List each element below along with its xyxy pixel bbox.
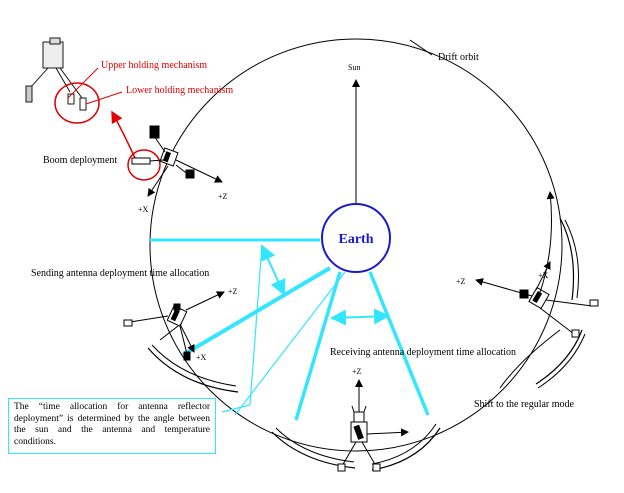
boom-to-inset-arrow [111, 110, 136, 159]
boom-x-axis [147, 165, 169, 197]
time-allocation-note: The “time allocation for antenna reflect… [8, 398, 216, 454]
sending-allocation-label: Sending antenna deployment time allocati… [31, 268, 209, 279]
lower-holding-leader [85, 91, 123, 105]
receiving-allocation-label: Receiving antenna deployment time alloca… [330, 347, 516, 358]
upper-holding-label: Upper holding mechanism [101, 60, 207, 71]
sun-label: Sun [348, 63, 360, 72]
regular-z-axis [475, 278, 533, 297]
regular-x-label: +X [538, 271, 549, 280]
satellite-boom [131, 125, 195, 179]
sending-z-axis [185, 291, 225, 311]
boom-x-label: +X [138, 205, 149, 214]
shift-regular-label: Shift to the regular mode [474, 399, 575, 410]
receiving-z-label: +Z [352, 367, 362, 376]
holding-mechanism-highlight [54, 82, 100, 124]
boom-z-label: +Z [218, 192, 228, 201]
allocation-lines [150, 238, 430, 421]
regular-x-axis [535, 261, 551, 291]
sending-x-label: +X [196, 353, 207, 362]
boom-deployment-label: Boom deployment [43, 155, 117, 166]
earth-circle [321, 203, 391, 273]
drift-orbit [149, 38, 563, 452]
regular-spin-arrow [537, 191, 555, 299]
sending-z-label: +Z [228, 287, 238, 296]
receiving-x-axis [366, 428, 409, 437]
boom-z-axis [175, 159, 223, 183]
sending-x-axis [179, 323, 195, 353]
satellite-receiving [271, 405, 441, 472]
upper-holding-leader [67, 67, 99, 99]
boom-highlight [127, 149, 161, 181]
drift-orbit-label: Drift orbit [438, 52, 479, 63]
satellite-sending [123, 303, 239, 393]
earth-label: Earth [339, 232, 374, 247]
regular-z-label: +Z [456, 277, 466, 286]
satellite-regular [499, 217, 599, 389]
drift-orbit-leader [409, 39, 433, 56]
lower-holding-label: Lower holding mechanism [126, 85, 233, 96]
